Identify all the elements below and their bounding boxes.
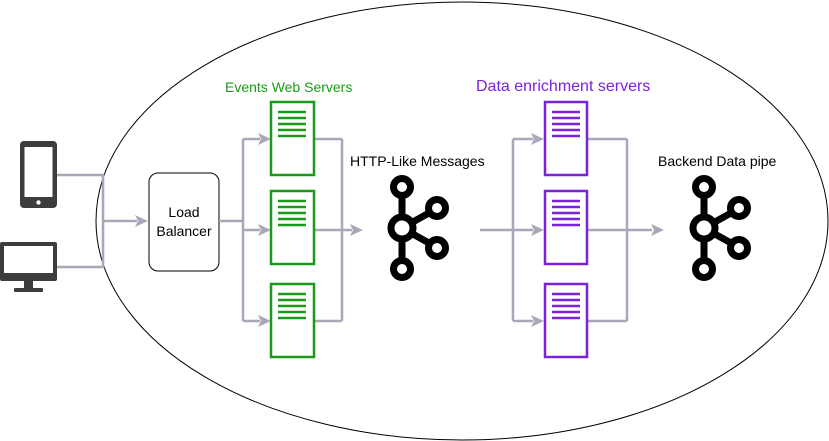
arrowhead: [258, 133, 271, 145]
arrowhead: [350, 224, 363, 236]
client-connectors: [57, 173, 137, 269]
load-balancer-connectors: [219, 137, 260, 323]
kafka-icon[interactable]: [693, 179, 748, 278]
system-boundary-ellipse: [95, 1, 829, 441]
desktop-monitor-icon: [0, 242, 57, 292]
load-balancer-label-line2: Balancer: [156, 223, 212, 239]
load-balancer-label: Load Balancer: [149, 173, 219, 271]
arrowhead: [135, 215, 148, 227]
events-web-servers-label: Events Web Servers: [225, 79, 353, 95]
server-icon[interactable]: [269, 189, 316, 266]
server-icon[interactable]: [269, 100, 316, 177]
server-icon[interactable]: [543, 189, 589, 266]
server-icon[interactable]: [543, 100, 589, 177]
mobile-phone-icon: [20, 141, 57, 208]
events-web-servers: [269, 100, 316, 359]
arrowhead: [258, 224, 271, 236]
data-enrichment-servers: [543, 100, 589, 359]
kafka-icon[interactable]: [391, 179, 446, 278]
web-server-outputs: [314, 137, 352, 323]
arrowhead: [531, 133, 544, 145]
enrichment-server-outputs: [587, 137, 652, 323]
arrowhead: [531, 224, 544, 236]
server-icon[interactable]: [543, 282, 589, 359]
kafka-to-enrichment-connectors: [480, 137, 533, 323]
arrowhead: [531, 315, 544, 327]
backend-data-pipe-label: Backend Data pipe: [658, 153, 777, 169]
server-icon[interactable]: [269, 282, 316, 359]
arrowhead: [258, 315, 271, 327]
data-enrichment-servers-label: Data enrichment servers: [476, 78, 651, 95]
http-like-messages-label: HTTP-Like Messages: [350, 153, 485, 169]
arrowhead: [651, 224, 664, 236]
load-balancer-label-line1: Load: [168, 204, 200, 220]
